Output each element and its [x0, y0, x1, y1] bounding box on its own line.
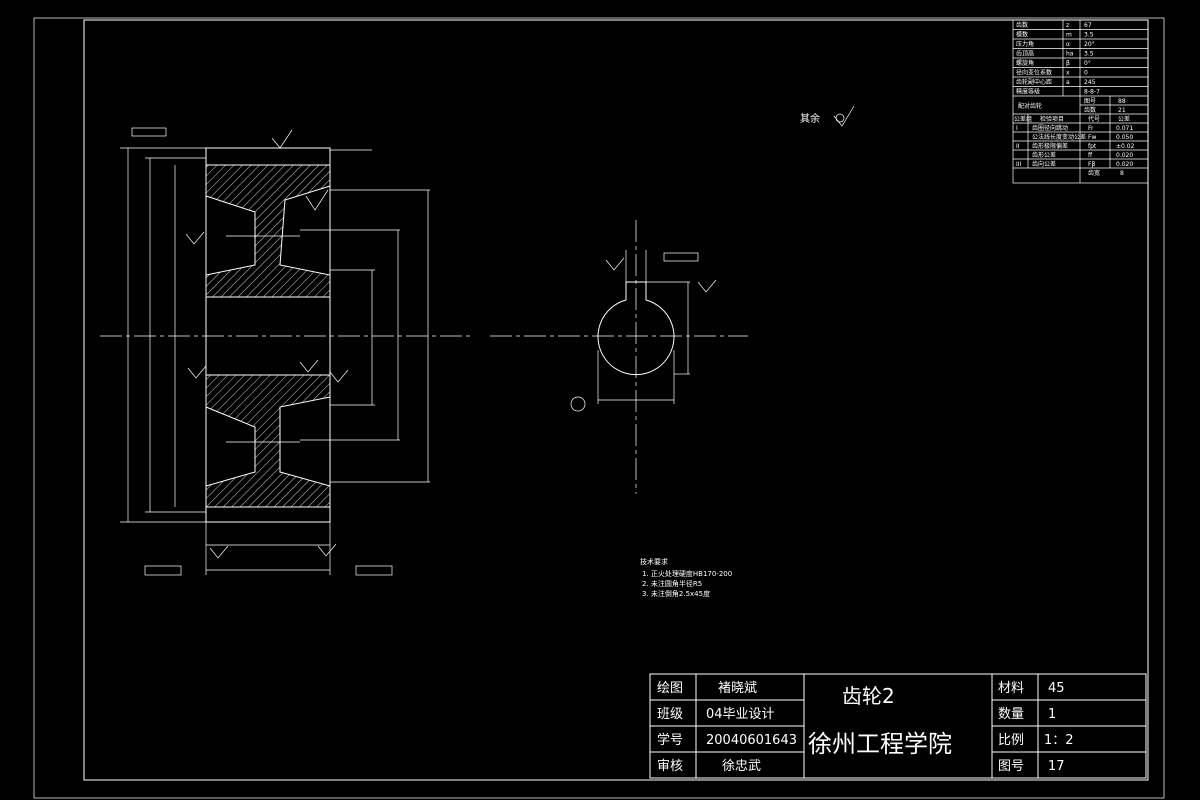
tb-label-scale: 比例 [998, 733, 1024, 748]
tb-label-id: 学号 [657, 732, 683, 748]
param-name: 齿轮副中心距 [1016, 78, 1052, 86]
tb-label-qty: 数量 [998, 707, 1024, 722]
check-code: ff [1088, 152, 1093, 159]
param-symbol: a [1066, 79, 1070, 86]
param-value: 245 [1084, 79, 1096, 86]
check-tol: 0.050 [1116, 134, 1133, 141]
last-row-label: 齿宽 [1088, 169, 1100, 177]
check-code: Fr [1088, 125, 1094, 132]
check-item: 齿圈径向跳动 [1032, 124, 1068, 132]
check-code: fpt [1088, 143, 1097, 150]
check-header-tol: 公差 [1118, 115, 1130, 123]
check-item: 齿形极限偏差 [1032, 142, 1068, 150]
param-value: 0 [1084, 70, 1088, 77]
check-group: III [1016, 161, 1022, 168]
check-group: I [1016, 125, 1018, 132]
param-name: 螺旋角 [1016, 59, 1034, 67]
title-block: 绘图 褚晓斌 班级 04毕业设计 学号 20040601643 审核 徐忠武 齿… [649, 673, 1147, 779]
tb-value-drawing-no: 17 [1048, 759, 1065, 774]
other-surfaces-note: 其余 [800, 105, 855, 127]
param-name: 精度等级 [1016, 88, 1040, 96]
param-value: 3.5 [1084, 32, 1094, 39]
inner-border [83, 19, 1149, 781]
check-header-group: 公差组 [1014, 115, 1032, 123]
check-item: 齿形公差 [1032, 151, 1056, 159]
tech-note-1: 1. 正火处理硬度HB170-200 [642, 569, 732, 578]
param-symbol: α [1066, 41, 1070, 48]
param-symbol: ha [1066, 51, 1074, 58]
param-symbol: x [1066, 70, 1070, 77]
check-tol: 0.020 [1116, 152, 1133, 159]
tech-notes-title: 技术要求 [640, 557, 668, 566]
tb-school: 徐州工程学院 [808, 730, 952, 758]
check-header-item: 检验项目 [1040, 115, 1064, 123]
check-code: Fw [1088, 134, 1096, 141]
gear-section-view [100, 127, 472, 576]
param-name: 模数 [1016, 31, 1028, 39]
param-value: 67 [1084, 22, 1092, 29]
param-value: 8-8-7 [1084, 89, 1100, 96]
mate-sub1: 图号 [1084, 98, 1096, 105]
tb-label-drawing-no: 图号 [998, 759, 1024, 774]
check-code: Fβ [1088, 161, 1095, 168]
param-symbol: z [1066, 22, 1069, 29]
param-name: 齿数 [1016, 21, 1028, 29]
check-tol: 0.020 [1116, 161, 1133, 168]
last-row-value: 8 [1120, 170, 1124, 177]
other-surfaces-label: 其余 [800, 112, 820, 125]
tb-label-review: 审核 [657, 759, 683, 774]
tb-part-name: 齿轮2 [842, 684, 895, 708]
tb-value-qty: 1 [1048, 707, 1056, 722]
tb-value-class: 04毕业设计 [706, 707, 775, 722]
param-value: 20° [1084, 41, 1095, 48]
mate-sub2-val: 21 [1118, 107, 1126, 114]
param-name: 径向变位系数 [1016, 69, 1052, 77]
mate-gear-label: 配对齿轮 [1018, 102, 1042, 110]
check-group: II [1016, 143, 1020, 150]
tb-label-material: 材料 [998, 681, 1024, 696]
params-table: 齿数 z 67 模数 m 3.5 压力角 α 20° 齿顶高 ha 3.5 螺旋角 β 0° 径向变位系数 x 0… [1012, 19, 1149, 184]
param-symbol: β [1066, 60, 1070, 67]
tech-notes: 技术要求 1. 正火处理硬度HB170-200 2. 未注圆角半径R5 3. 未… [640, 557, 732, 598]
tb-label-draw: 绘图 [657, 681, 683, 696]
tb-value-scale: 1：2 [1044, 733, 1074, 748]
check-item: 公法线长度变动公差 [1032, 133, 1086, 141]
mate-sub2: 齿数 [1084, 106, 1096, 114]
tb-value-id: 20040601643 [706, 733, 797, 748]
param-value: 3.5 [1084, 51, 1094, 58]
tb-value-material: 45 [1048, 681, 1065, 696]
view-label-circle [570, 396, 586, 412]
tech-note-2: 2. 未注圆角半径R5 [642, 579, 702, 588]
tb-value-review: 徐忠武 [722, 759, 761, 774]
tb-label-class: 班级 [657, 707, 683, 722]
outer-border [33, 17, 1165, 799]
param-name: 齿顶高 [1016, 50, 1034, 58]
param-value: 0° [1084, 60, 1091, 67]
param-symbol: m [1066, 32, 1072, 39]
check-header-code: 代号 [1088, 115, 1100, 123]
mate-sub1-val: 88 [1118, 98, 1126, 105]
tech-note-3: 3. 未注倒角2.5x45度 [642, 589, 710, 598]
check-tol: ±0.02 [1116, 143, 1135, 150]
param-name: 压力角 [1016, 40, 1034, 48]
check-item: 齿向公差 [1032, 160, 1056, 168]
check-tol: 0.071 [1116, 125, 1133, 132]
keyway-view [490, 220, 748, 494]
tb-value-draw: 褚晓斌 [718, 681, 757, 696]
